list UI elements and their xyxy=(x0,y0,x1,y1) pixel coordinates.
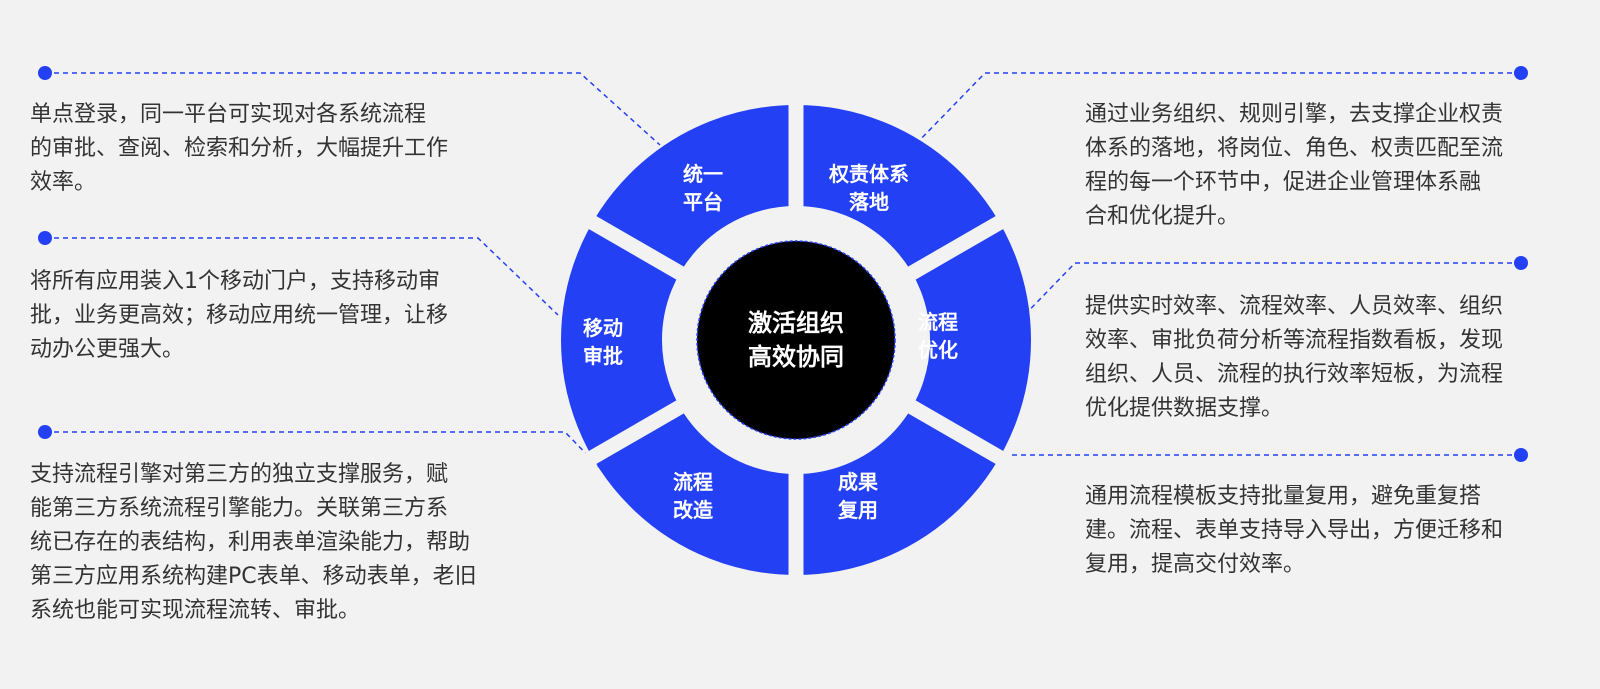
center-title: 激活组织高效协同 xyxy=(696,306,896,374)
desc-line: 通过业务组织、规则引擎，去支撑企业权责 xyxy=(1085,102,1504,127)
desc-responsibility: 通过业务组织、规则引擎，去支撑企业权责 体系的落地，将岗位、角色、权责匹配至流 … xyxy=(1085,98,1503,234)
desc-line: 动办公更强大。 xyxy=(30,337,185,362)
desc-reuse: 通用流程模板支持批量复用，避免重复搭 建。流程、表单支持导入导出，方便迁移和 复… xyxy=(1085,480,1503,582)
dot-unified-platform xyxy=(38,66,52,80)
segment-label: 改造 xyxy=(673,498,713,522)
dot-mobile-approval xyxy=(38,231,52,245)
segment-process-optimize[interactable]: 流程优化 xyxy=(868,308,1008,364)
segment-label: 成果 xyxy=(838,470,878,494)
dot-reuse xyxy=(1514,448,1528,462)
desc-line: 建。流程、表单支持导入导出，方便迁移和 xyxy=(1085,518,1504,543)
dot-responsibility xyxy=(1514,66,1528,80)
desc-line: 合和优化提升。 xyxy=(1085,204,1240,229)
desc-line: 优化提供数据支撑。 xyxy=(1085,396,1284,421)
desc-line: 体系的落地，将岗位、角色、权责匹配至流 xyxy=(1085,136,1504,161)
desc-line: 将所有应用装入1个移动门户，支持移动审 xyxy=(30,269,440,294)
segment-process-transform[interactable]: 流程改造 xyxy=(623,468,763,524)
segment-label: 平台 xyxy=(683,190,723,214)
segment-label: 权责体系 xyxy=(829,162,909,186)
segment-label: 统一 xyxy=(683,162,723,186)
desc-line: 复用，提高交付效率。 xyxy=(1085,552,1306,577)
desc-process-transform: 支持流程引擎对第三方的独立支撑服务，赋 能第三方系统流程引擎能力。关联第三方系 … xyxy=(30,458,477,628)
segment-mobile-approval[interactable]: 移动审批 xyxy=(533,314,673,370)
desc-line: 能第三方系统流程引擎能力。关联第三方系 xyxy=(30,496,449,521)
connector-process-optimize xyxy=(1011,262,1521,329)
desc-line: 单点登录，同一平台可实现对各系统流程 xyxy=(30,102,427,127)
segment-label: 审批 xyxy=(583,344,623,368)
desc-unified-platform: 单点登录，同一平台可实现对各系统流程 的审批、查阅、检索和分析，大幅提升工作 效… xyxy=(30,98,448,200)
segment-label: 流程 xyxy=(918,310,958,334)
desc-line: 通用流程模板支持批量复用，避免重复搭 xyxy=(1085,484,1482,509)
segment-label: 移动 xyxy=(583,316,623,340)
connector-mobile-approval xyxy=(45,237,559,316)
segment-unified-platform[interactable]: 统一平台 xyxy=(633,160,773,216)
dot-process-transform xyxy=(38,425,52,439)
desc-line: 的审批、查阅、检索和分析，大幅提升工作 xyxy=(30,136,449,161)
desc-line: 统已存在的表结构，利用表单渲染能力，帮助 xyxy=(30,530,471,555)
desc-line: 系统也能可实现流程流转、审批。 xyxy=(30,598,361,623)
dot-process-optimize xyxy=(1514,256,1528,270)
connector-unified-platform xyxy=(45,72,661,146)
desc-line: 组织、人员、流程的执行效率短板，为流程 xyxy=(1085,362,1504,387)
segment-responsibility[interactable]: 权责体系落地 xyxy=(799,160,939,216)
desc-line: 效率。 xyxy=(30,170,97,195)
center-circle xyxy=(696,240,896,440)
segment-reuse[interactable]: 成果复用 xyxy=(788,468,928,524)
segment-label: 落地 xyxy=(849,190,889,214)
segment-label: 优化 xyxy=(918,338,958,362)
desc-line: 提供实时效率、流程效率、人员效率、组织 xyxy=(1085,294,1504,319)
desc-line: 第三方应用系统构建PC表单、移动表单，老旧 xyxy=(30,564,477,589)
center-title-line: 高效协同 xyxy=(748,343,844,371)
desc-line: 效率、审批负荷分析等流程指数看板，发现 xyxy=(1085,328,1504,353)
desc-mobile-approval: 将所有应用装入1个移动门户，支持移动审 批，业务更高效；移动应用统一管理，让移 … xyxy=(30,265,448,367)
desc-line: 批，业务更高效；移动应用统一管理，让移 xyxy=(30,303,449,328)
desc-line: 支持流程引擎对第三方的独立支撑服务，赋 xyxy=(30,462,449,487)
segment-label: 流程 xyxy=(673,470,713,494)
segment-label: 复用 xyxy=(838,498,878,522)
desc-process-optimize: 提供实时效率、流程效率、人员效率、组织 效率、审批负荷分析等流程指数看板，发现 … xyxy=(1085,290,1503,426)
desc-line: 程的每一个环节中，促进企业管理体系融 xyxy=(1085,170,1482,195)
center-title-line: 激活组织 xyxy=(748,309,844,337)
connector-responsibility xyxy=(914,72,1521,146)
